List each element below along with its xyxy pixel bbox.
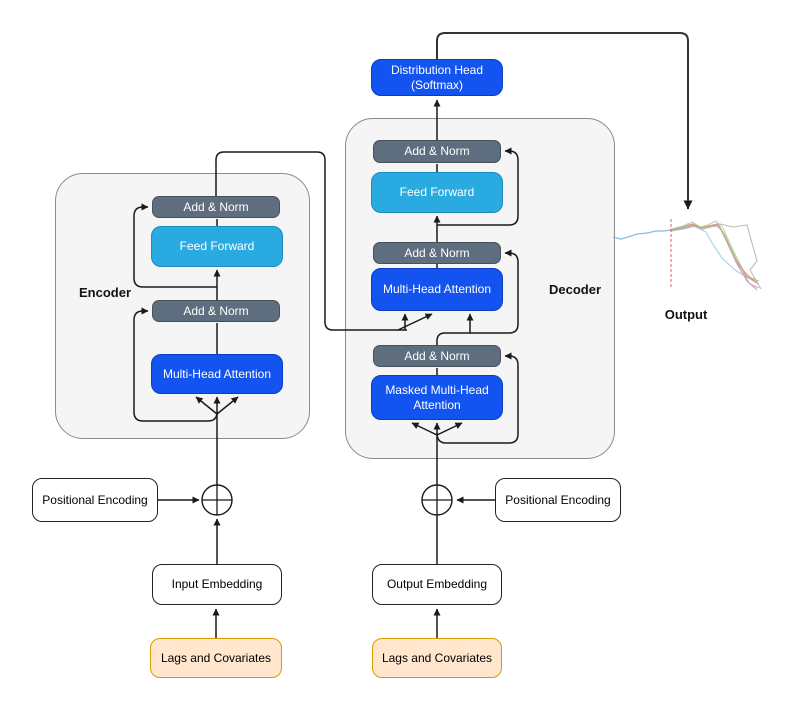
decoder-add-norm-bottom: Add & Norm [373, 345, 501, 367]
enc-to-dec-route [215, 151, 407, 331]
decoder-label: Decoder [548, 281, 602, 297]
decoder-add-norm-top: Add & Norm [373, 140, 501, 163]
lags-covariates-left: Lags and Covariates [150, 638, 282, 678]
plus-circle-left [201, 484, 233, 516]
dec-query-route [436, 313, 474, 345]
positional-encoding-right: Positional Encoding [495, 478, 621, 522]
enc-residual-top [133, 203, 217, 288]
plus-circle-right [421, 484, 453, 516]
decoder-multi-head-attention: Multi-Head Attention [371, 268, 503, 311]
lags-covariates-right: Lags and Covariates [372, 638, 502, 678]
distribution-head: Distribution Head (Softmax) [371, 59, 503, 96]
enc-mha-q-arrow [216, 396, 239, 415]
encoder-multi-head-attention: Multi-Head Attention [151, 354, 283, 394]
output-label: Output [664, 306, 708, 322]
encoder-add-norm-top: Add & Norm [152, 196, 280, 218]
head-to-output-route [436, 32, 693, 210]
enc-to-dec-k-arrow [397, 313, 433, 331]
encoder-label: Encoder [78, 284, 131, 300]
encoder-add-norm-mid: Add & Norm [152, 300, 280, 322]
dec-residual-bottom [436, 352, 519, 444]
decoder-feed-forward: Feed Forward [371, 172, 503, 213]
dec-residual-mid [470, 249, 519, 334]
encoder-feed-forward: Feed Forward [151, 226, 283, 267]
output-forecast-chart [612, 219, 762, 291]
enc-residual-bottom [133, 307, 218, 422]
decoder-add-norm-mid: Add & Norm [373, 242, 501, 264]
enc-mha-k-arrow [195, 396, 218, 415]
dec-mmha-k-arrow [411, 422, 438, 436]
input-embedding: Input Embedding [152, 564, 282, 605]
decoder-masked-multi-head-attention: Masked Multi-Head Attention [371, 375, 503, 420]
dec-residual-top [437, 147, 519, 226]
output-embedding: Output Embedding [372, 564, 502, 605]
dec-mmha-q-arrow [436, 422, 463, 436]
positional-encoding-left: Positional Encoding [32, 478, 158, 522]
